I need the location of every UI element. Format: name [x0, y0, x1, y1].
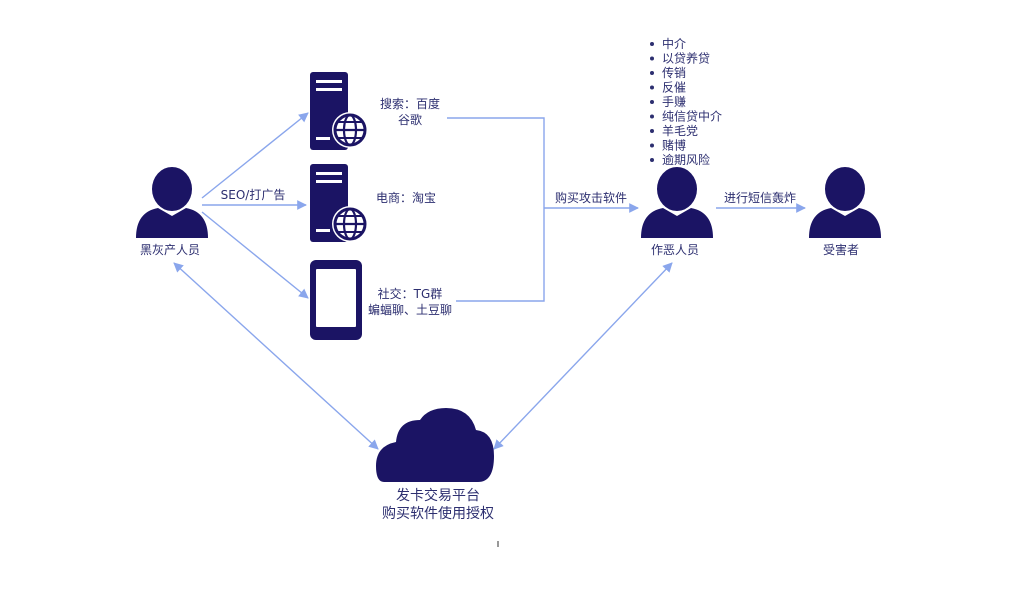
list-bullet	[650, 100, 654, 104]
list-bullet	[650, 85, 654, 90]
list-item: 逾期风险	[662, 152, 710, 167]
channel-label-social-1: 社交：TG群	[378, 286, 443, 301]
channel-label-search-2: 谷歌	[398, 112, 422, 127]
list-bullet	[650, 158, 654, 162]
phone-icon-social	[310, 260, 362, 340]
list-bullet	[650, 129, 654, 133]
server-globe-icon-search	[310, 72, 368, 150]
person-icon-victim	[809, 167, 881, 238]
server-globe-icon-ecommerce	[310, 164, 368, 242]
list-bullet	[650, 143, 654, 148]
edge-label-buy-attack: 购买攻击软件	[555, 190, 627, 205]
arrow-to-search	[201, 112, 309, 199]
edge-label-sms-bomb: 进行短信轰炸	[724, 190, 796, 205]
list-bullet	[650, 71, 654, 75]
list-bullet	[650, 42, 654, 46]
list-item: 羊毛党	[662, 123, 698, 138]
cloud-label-1: 发卡交易平台	[396, 487, 480, 504]
arrow-blackgray-cloud	[173, 262, 379, 450]
channel-label-social-2: 蝙蝠聊、土豆聊	[368, 302, 452, 317]
actor-label-victim: 受害者	[823, 242, 859, 257]
person-icon-blackgray	[136, 167, 208, 238]
list-item: 手赚	[662, 94, 686, 109]
person-icon-criminal	[641, 167, 713, 238]
list-item: 反催	[662, 81, 686, 95]
list-item: 中介	[662, 36, 686, 51]
cloud-icon	[376, 408, 494, 482]
list-bullet	[650, 114, 654, 119]
edge-label-seo: SEO/打广告	[221, 188, 286, 202]
channel-label-search-1: 搜索：百度	[380, 96, 440, 111]
actor-label-blackgray: 黑灰产人员	[140, 243, 200, 257]
arrow-to-social	[201, 211, 309, 299]
arrow-criminal-cloud	[493, 262, 673, 450]
actor-label-criminal: 作恶人员	[651, 243, 699, 257]
channel-label-ecommerce: 电商：淘宝	[376, 190, 436, 205]
list-item: 赌博	[662, 138, 686, 153]
cloud-label-2: 购买软件使用授权	[382, 505, 494, 522]
list-item: 纯信贷中介	[662, 109, 722, 124]
list-item: 以贷养贷	[662, 51, 710, 66]
list-bullet	[650, 56, 654, 61]
channel-merge-bracket	[447, 117, 545, 302]
list-item: 传销	[662, 65, 686, 80]
